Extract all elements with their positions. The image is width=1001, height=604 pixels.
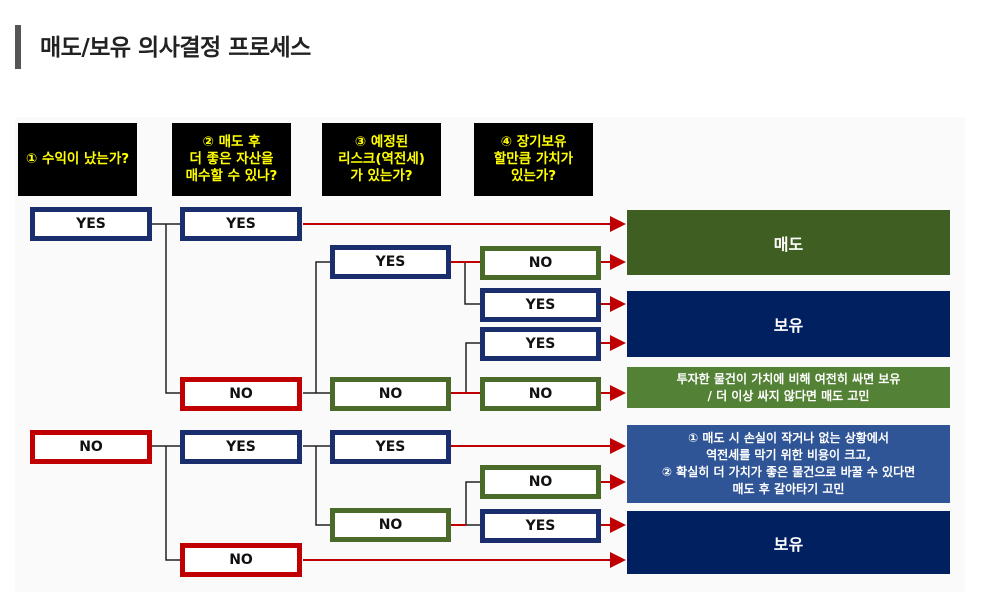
q4-yes: YES — [480, 288, 601, 322]
result-hold: 보유 — [627, 291, 950, 357]
q2-no: NO — [180, 377, 302, 411]
q1-yes: YES — [30, 207, 152, 241]
q2-no: NO — [180, 543, 302, 577]
q1-no: NO — [30, 430, 152, 464]
result-cheap-hold: 투자한 물건이 가치에 비해 여전히 싸면 보유 / 더 이상 싸지 않다면 매… — [627, 367, 950, 408]
q3-no: NO — [330, 377, 451, 411]
result-sell: 매도 — [627, 210, 950, 275]
page-title: 매도/보유 의사결정 프로세스 — [40, 35, 311, 61]
q3-yes: YES — [330, 430, 451, 464]
q4-yes: YES — [480, 327, 601, 361]
q2-yes: YES — [180, 430, 302, 464]
result-switch: ① 매도 시 손실이 작거나 없는 상황에서 역전세를 막기 위한 비용이 크고… — [627, 425, 950, 503]
title-accent-bar — [15, 25, 21, 69]
result-hold: 보유 — [627, 511, 950, 574]
q4-yes: YES — [480, 509, 601, 543]
q4-no: NO — [480, 465, 601, 499]
header-q4: ④ 장기보유 할만큼 가치가 있는가? — [474, 123, 593, 196]
q2-yes: YES — [180, 207, 302, 241]
q4-no: NO — [480, 377, 601, 411]
header-q3: ③ 예정된 리스크(역전세) 가 있는가? — [322, 123, 441, 196]
q3-no: NO — [330, 508, 451, 542]
q4-no: NO — [480, 246, 601, 280]
q3-yes: YES — [330, 245, 451, 279]
header-q2: ② 매도 후 더 좋은 자산을 매수할 수 있나? — [172, 123, 291, 196]
header-q1: ① 수익이 났는가? — [18, 123, 137, 196]
